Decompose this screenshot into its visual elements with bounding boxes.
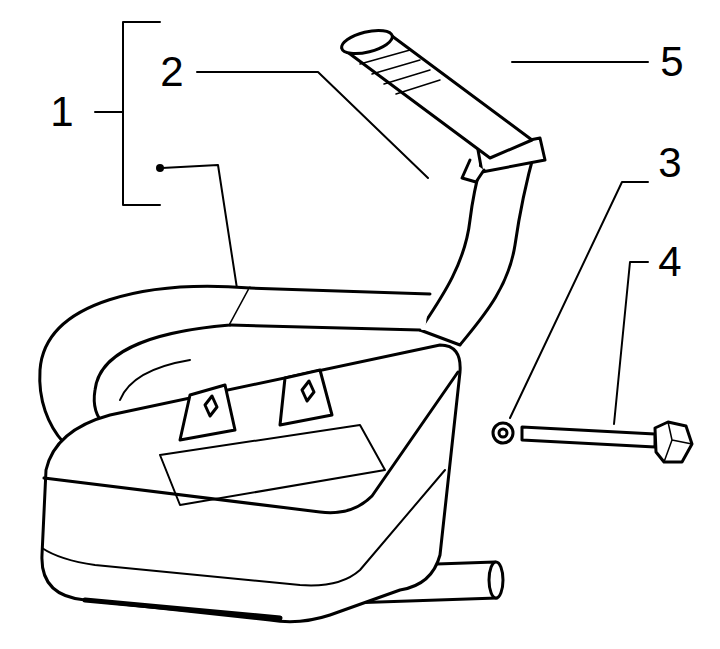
bolt-head-edge (664, 422, 692, 462)
bracket-tick (95, 111, 123, 113)
lid-edge (44, 372, 458, 513)
callout-number: 3 (658, 142, 681, 184)
inlet-pipe-mouth (339, 26, 394, 58)
bolt-shaft (522, 427, 655, 447)
bolt-head (655, 422, 692, 462)
washer (493, 423, 513, 443)
mount-tab (180, 385, 235, 440)
tail-pipe-end (489, 562, 503, 598)
callout-number: 1 (50, 91, 73, 133)
pipe-thread (360, 50, 440, 94)
muffler-body (42, 345, 460, 622)
pipe-shade (120, 360, 190, 400)
leader-dot (156, 164, 164, 172)
body-shadow (85, 600, 280, 618)
tab-hole (302, 381, 314, 401)
pipe-fill (230, 288, 430, 330)
callout-number: 5 (660, 41, 683, 83)
body-seam (42, 470, 445, 585)
tab-hole (205, 396, 217, 416)
washer-hole (499, 429, 507, 437)
bracket-plate (160, 425, 385, 505)
inlet-pipe (342, 36, 532, 158)
header-pipe (420, 150, 535, 345)
leader-line (510, 182, 648, 418)
leader-line (512, 61, 648, 63)
callout-number: 2 (160, 51, 183, 93)
leader-line (614, 262, 648, 424)
group-bracket (123, 22, 160, 205)
callout-number: 4 (658, 241, 681, 283)
mount-tab (280, 370, 332, 425)
pipe-edge (230, 288, 430, 330)
clamp-screw (462, 160, 484, 182)
